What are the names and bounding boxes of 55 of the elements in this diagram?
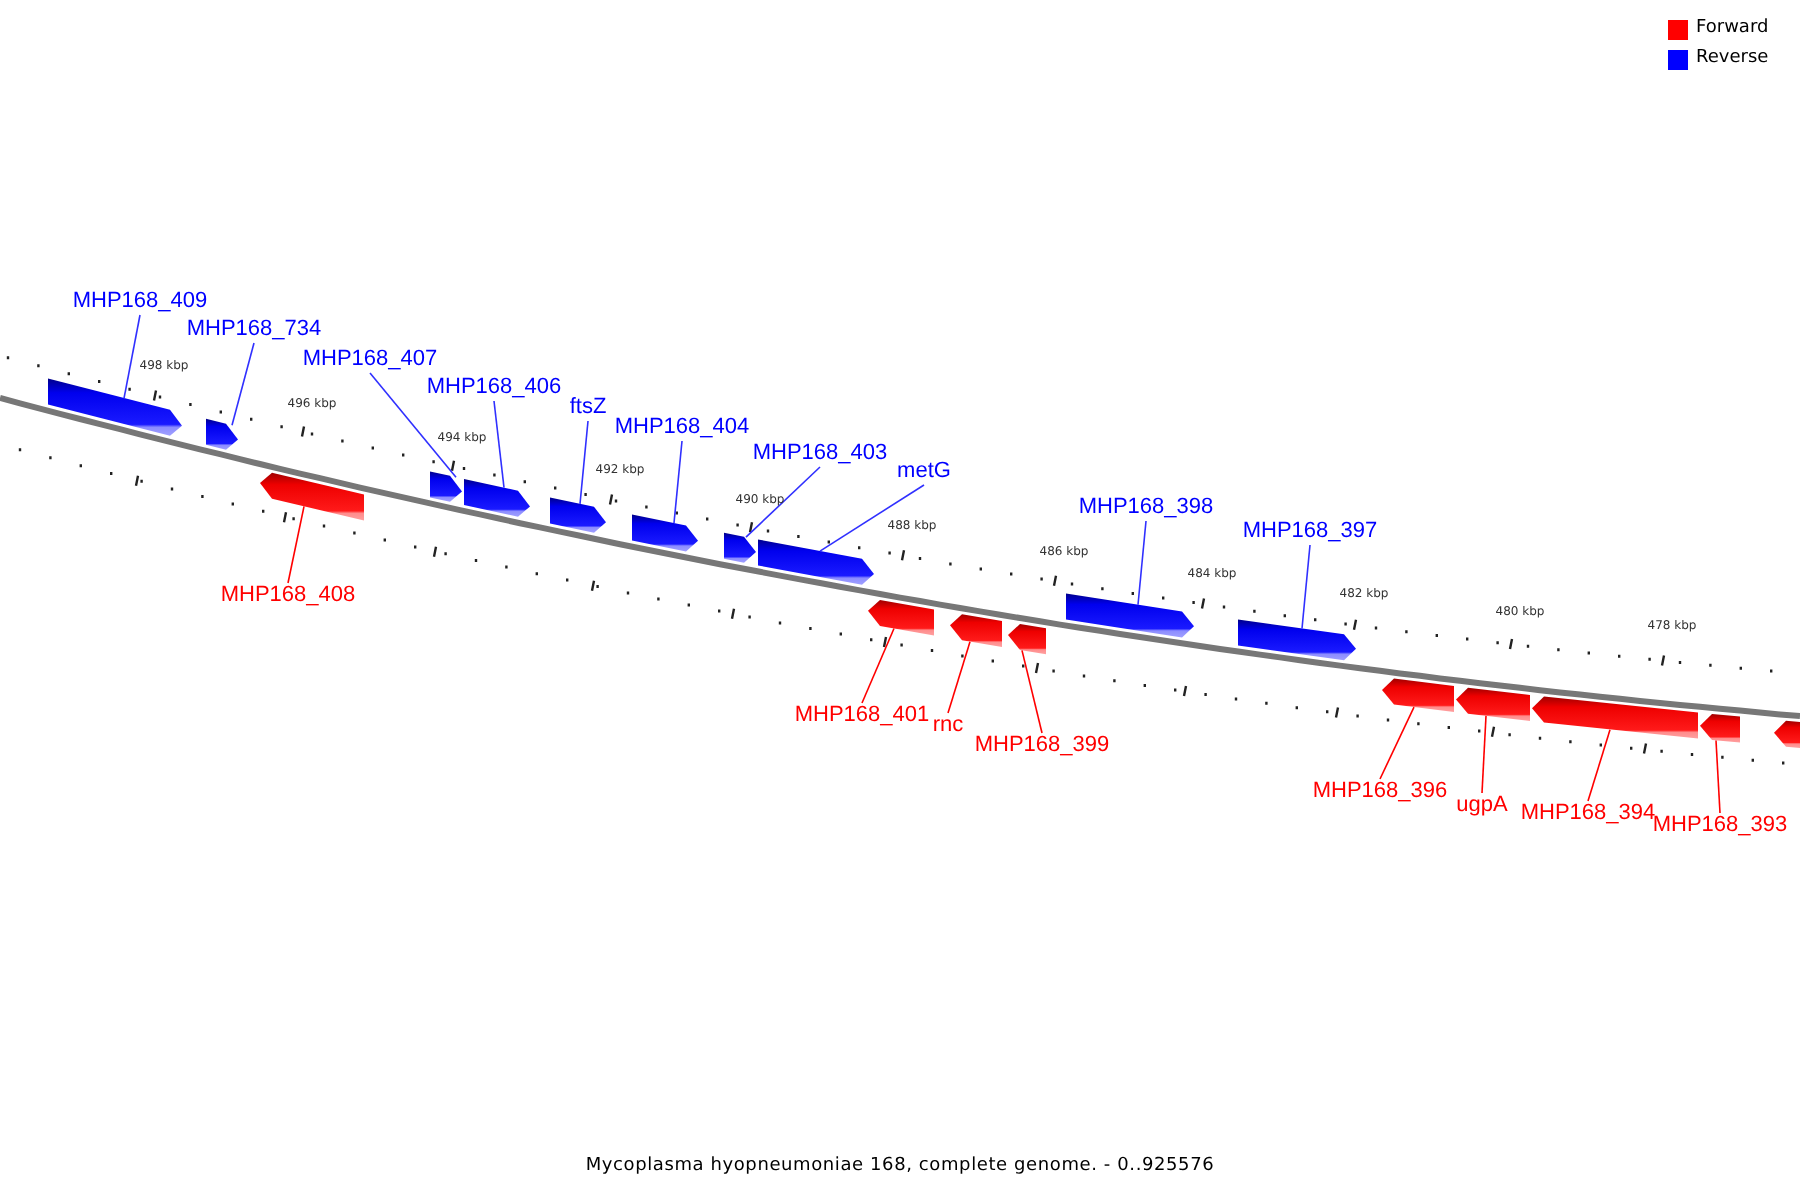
gene-feature-block — [1238, 619, 1356, 661]
gene-label: MHP168_401 — [794, 703, 930, 729]
gene-feature-block — [724, 532, 756, 563]
gene-feature-block — [1008, 624, 1046, 655]
gene-feature-block — [1456, 687, 1530, 721]
gene-label: MHP168_394 — [1520, 801, 1656, 827]
leader-line — [579, 420, 589, 505]
gene-label: rnc — [932, 713, 964, 739]
leader-line — [1481, 715, 1487, 794]
leader-line — [123, 314, 141, 400]
legend-label: Reverse — [1696, 48, 1771, 70]
gene-label: metG — [897, 459, 951, 485]
gene-feature-block — [868, 600, 934, 636]
leader-line — [1379, 706, 1415, 780]
gene-feature-block — [550, 497, 606, 533]
gene-feature-block — [632, 514, 698, 552]
gene-label: MHP168_404 — [614, 415, 750, 441]
gene-feature-block — [1700, 714, 1740, 743]
gene-label: MHP168_403 — [752, 441, 888, 467]
gene-label: MHP168_734 — [186, 317, 322, 343]
gene-feature-block — [1774, 720, 1800, 748]
leader-line — [1587, 729, 1611, 802]
gene-label: MHP168_393 — [1652, 813, 1788, 839]
leader-line — [287, 505, 305, 584]
leader-line — [861, 627, 895, 704]
leader-line — [1715, 739, 1721, 814]
gene-label: MHP168_398 — [1078, 495, 1214, 521]
leader-line — [745, 466, 821, 538]
leader-line — [947, 640, 971, 714]
gene-label: MHP168_406 — [426, 375, 562, 401]
gene-label: MHP168_409 — [72, 289, 208, 315]
gene-label: ugpA — [1456, 793, 1508, 819]
gene-label: MHP168_399 — [974, 733, 1110, 759]
gene-label: MHP168_408 — [220, 583, 356, 609]
gene-feature-block — [48, 378, 182, 436]
leader-line — [231, 342, 255, 426]
caption: Mycoplasma hyopneumoniae 168, complete genome. - 0..925576 — [585, 1156, 1215, 1178]
gene-feature-block — [430, 471, 462, 502]
legend-label: Forward — [1696, 18, 1771, 40]
gene-label: MHP168_407 — [302, 347, 438, 373]
gene-label: MHP168_397 — [1242, 519, 1378, 545]
gene-feature-block — [1066, 593, 1194, 638]
gene-feature-block — [1382, 678, 1454, 712]
gene-feature-block — [950, 614, 1002, 647]
leader-line — [493, 400, 505, 489]
gene-feature-block — [260, 472, 364, 521]
leader-line — [369, 372, 457, 479]
gene-label: ftsZ — [569, 395, 607, 421]
leader-line — [1021, 649, 1043, 734]
leader-line — [819, 484, 925, 552]
leader-line — [1301, 544, 1311, 630]
gene-feature-block — [206, 418, 238, 450]
leader-line — [673, 440, 683, 524]
gene-label: MHP168_396 — [1312, 779, 1448, 805]
leader-line — [1137, 520, 1147, 606]
